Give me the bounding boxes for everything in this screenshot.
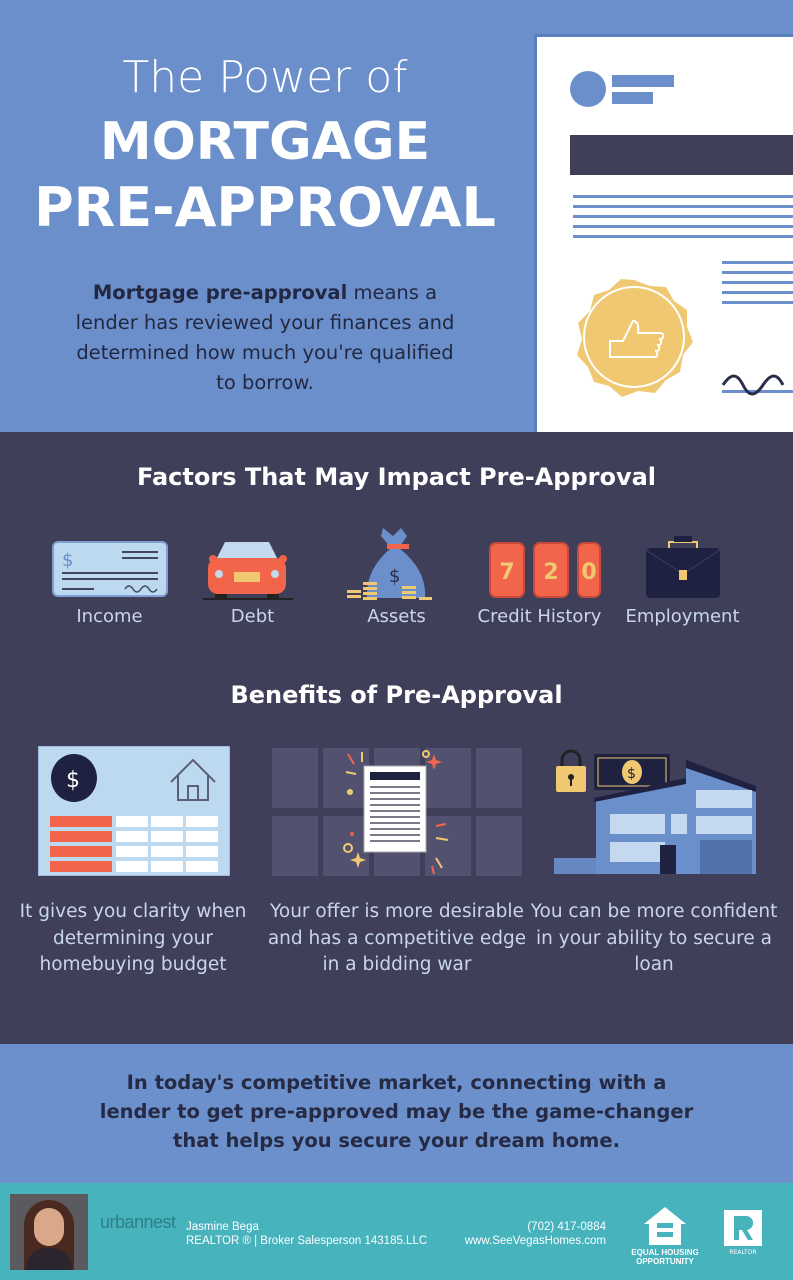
- title-line-1: The Power of: [122, 52, 408, 103]
- document-illustration: [534, 34, 793, 432]
- credit-digit: 7: [499, 560, 514, 585]
- factor-label: Income: [76, 606, 143, 627]
- svg-text:$: $: [62, 550, 73, 571]
- closing-band: [0, 1044, 793, 1183]
- intro-bold: Mortgage pre-approval: [92, 281, 348, 304]
- intro-rest: means a lender has reviewed your finance…: [75, 281, 455, 394]
- factor-employment: Employment: [611, 534, 754, 627]
- factor-assets: $ Assets: [325, 524, 468, 627]
- standout-offer-icon: [272, 748, 522, 876]
- factor-label: Credit History: [477, 606, 602, 627]
- money-bag-icon: $: [346, 528, 432, 600]
- car-icon: [202, 542, 293, 600]
- agent-name: Jasmine Bega: [186, 1221, 259, 1233]
- svg-text:$: $: [66, 768, 80, 793]
- eho-text: EQUAL HOUSING OPPORTUNITY: [631, 1248, 699, 1266]
- equal-housing-icon: [644, 1207, 686, 1245]
- svg-text:$: $: [389, 566, 400, 587]
- benefit-text: You can be more confident in your abilit…: [530, 901, 778, 975]
- intro-text: Mortgage pre-approval means a lender has…: [70, 278, 460, 398]
- agent-photo: [10, 1194, 88, 1270]
- benefit-text: Your offer is more desirable and has a c…: [267, 901, 527, 975]
- agent-website[interactable]: www.SeeVegasHomes.com: [464, 1235, 606, 1247]
- approval-document-icon: [570, 71, 793, 397]
- factor-label: Employment: [625, 606, 740, 627]
- credit-digit: 0: [581, 560, 596, 585]
- realtor-text: REALTOR: [729, 1249, 756, 1256]
- realtor-logo-icon: REALTOR: [724, 1210, 762, 1256]
- svg-text:$: $: [627, 766, 636, 782]
- closing-text: In today's competitive market, connectin…: [99, 1071, 694, 1152]
- factor-label: Assets: [367, 606, 426, 627]
- benefit-text: It gives you clarity when determining yo…: [19, 901, 247, 975]
- agent-phone[interactable]: (702) 417-0884: [527, 1221, 606, 1233]
- title-line-3: PRE-APPROVAL: [34, 176, 496, 239]
- factor-debt: Debt: [181, 534, 324, 627]
- credit-digit: 2: [543, 560, 558, 585]
- factor-label: Debt: [230, 606, 275, 627]
- agent-role: REALTOR ® | Broker Salesperson 143185.LL…: [186, 1235, 428, 1247]
- brokerage-logo: urbannest: [100, 1212, 176, 1232]
- briefcase-icon: [645, 536, 720, 598]
- benefits-heading: Benefits of Pre-Approval: [230, 681, 563, 709]
- title-line-2: MORTGAGE: [99, 112, 431, 172]
- house-security-icon: $: [554, 749, 756, 874]
- factor-income: $ Income: [38, 534, 181, 627]
- budget-sheet-icon: $: [38, 746, 230, 876]
- check-icon: $: [51, 541, 168, 597]
- factors-heading: Factors That May Impact Pre-Approval: [136, 463, 657, 491]
